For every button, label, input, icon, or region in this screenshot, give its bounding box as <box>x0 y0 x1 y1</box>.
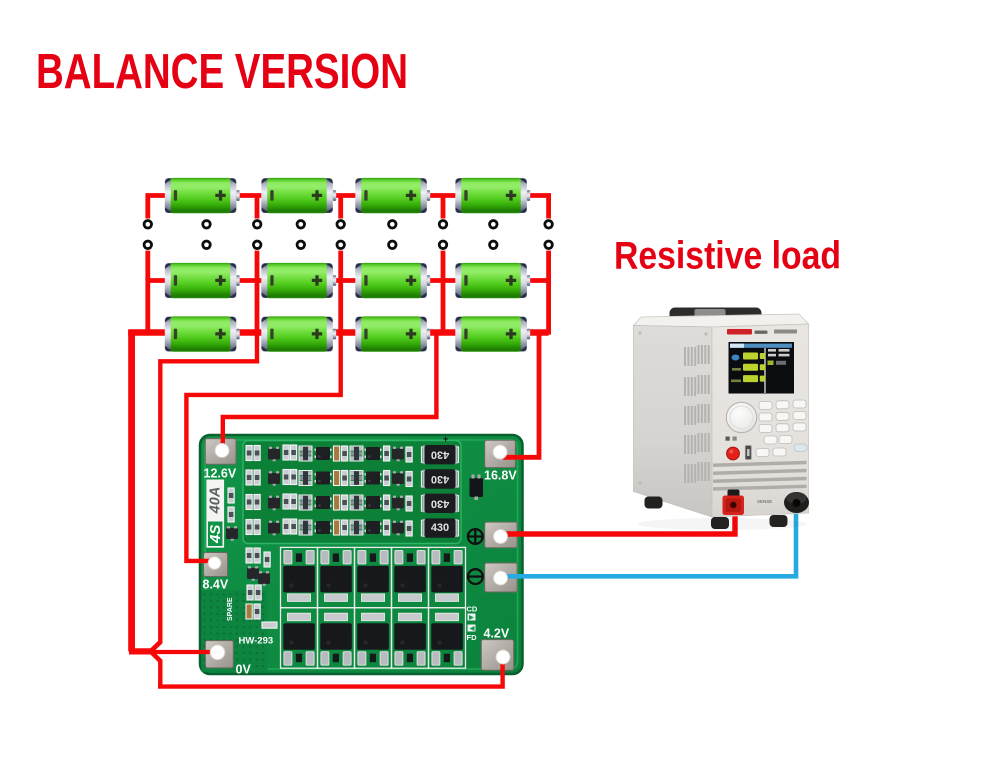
svg-text:+: + <box>443 434 448 444</box>
svg-text:4.2V: 4.2V <box>484 627 510 641</box>
svg-text:FD: FD <box>467 633 478 642</box>
svg-text:430: 430 <box>431 449 449 461</box>
svg-text:SPARE: SPARE <box>227 597 234 621</box>
svg-text:4S: 4S <box>207 525 224 544</box>
svg-text:12.6V: 12.6V <box>204 467 237 481</box>
svg-text:Resistive load: Resistive load <box>614 235 841 278</box>
svg-text:HW-293: HW-293 <box>239 636 274 647</box>
svg-text:CD: CD <box>467 605 478 614</box>
svg-text:40A: 40A <box>207 487 223 515</box>
svg-text:430: 430 <box>431 473 449 485</box>
svg-text:16.8V: 16.8V <box>484 469 517 483</box>
svg-text:430: 430 <box>431 522 449 534</box>
svg-text:BALANCE VERSION: BALANCE VERSION <box>36 45 408 99</box>
svg-text:0V: 0V <box>236 663 252 677</box>
svg-text:430: 430 <box>431 497 449 509</box>
svg-text:SENSE: SENSE <box>757 499 772 504</box>
svg-text:8.4V: 8.4V <box>203 578 229 592</box>
